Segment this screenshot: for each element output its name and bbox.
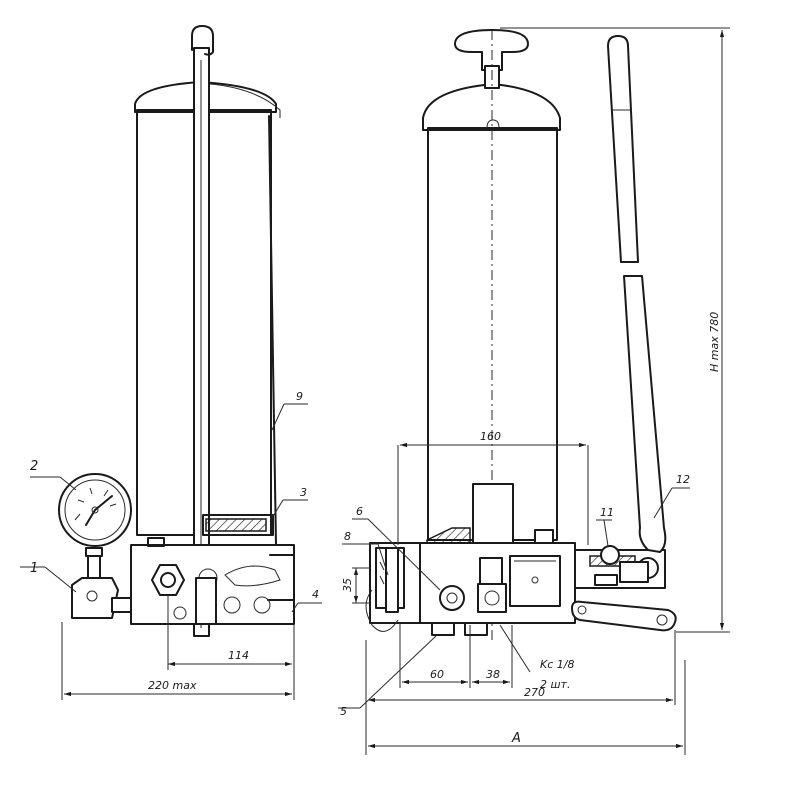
dim-height: H max 780 bbox=[708, 312, 721, 372]
callout-5: 5 bbox=[340, 705, 347, 718]
callout-9: 9 bbox=[296, 390, 303, 403]
dim-114: 114 bbox=[228, 649, 249, 662]
dim-220-max: 220 max bbox=[148, 679, 197, 692]
dim-60: 60 bbox=[430, 668, 444, 681]
callout-2: 2 bbox=[30, 459, 38, 474]
lever-link bbox=[571, 600, 677, 632]
hand-lever-shaft bbox=[623, 275, 667, 553]
front-view bbox=[20, 25, 322, 700]
dim-160: 160 bbox=[480, 430, 501, 443]
callout-4: 4 bbox=[312, 588, 319, 601]
callout-6: 6 bbox=[356, 505, 363, 518]
hand-lever-grip bbox=[607, 35, 639, 263]
dim-a: A bbox=[511, 731, 521, 746]
callout-11: 11 bbox=[600, 506, 614, 519]
dim-270: 270 bbox=[524, 686, 545, 699]
front-lid-bail bbox=[209, 83, 281, 118]
callout-12: 12 bbox=[676, 473, 690, 486]
dim-38: 38 bbox=[486, 668, 500, 681]
callout-3: 3 bbox=[300, 486, 307, 499]
dim-thread-qty: 2 шт. bbox=[540, 678, 570, 691]
callout-8: 8 bbox=[344, 530, 351, 543]
dim-thread-size: Kc 1/8 bbox=[540, 658, 574, 671]
callout-1: 1 bbox=[30, 561, 38, 576]
dim-35: 35 bbox=[341, 578, 354, 592]
dimension-labels: 114 220 max 160 35 60 38 270 A Kc 1/8 2 … bbox=[148, 312, 721, 746]
callout-labels: 1 2 3 4 9 5 6 8 11 12 bbox=[30, 390, 690, 718]
side-view bbox=[338, 27, 730, 755]
